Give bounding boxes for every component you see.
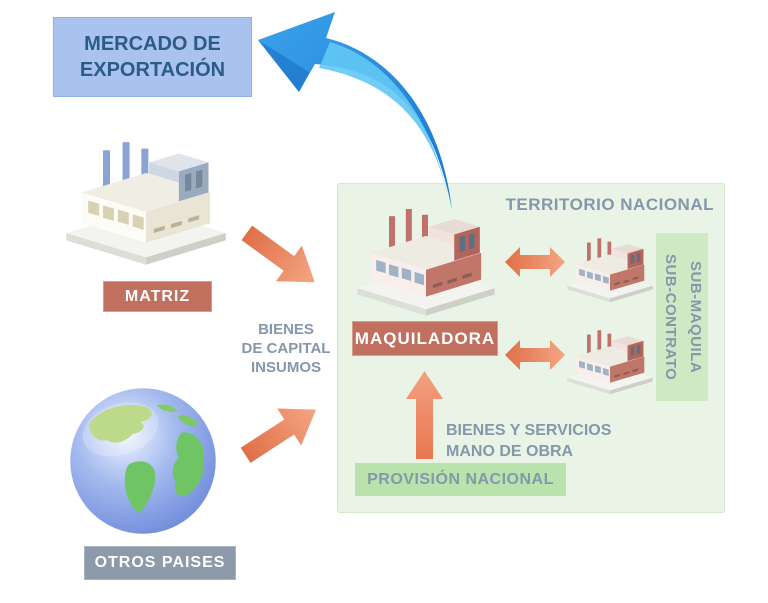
maquiladora-label: MAQUILADORA xyxy=(354,328,496,348)
provision-arrow-icon xyxy=(406,371,443,459)
export-flow-arrow-icon xyxy=(258,12,452,210)
sub-contrato-chip: SUB-MAQUILA SUB-CONTRATO xyxy=(656,233,708,401)
bienes-capital-text: BIENES DE CAPITAL INSUMOS xyxy=(241,321,331,376)
export-market-label: MERCADO DE EXPORTACIÓN xyxy=(79,33,226,81)
sub-factory-icon-2 xyxy=(564,326,656,398)
sub-contrato-label: SUB-MAQUILA SUB-CONTRATO xyxy=(662,253,704,381)
globe-icon xyxy=(70,388,216,534)
sub-factory-icon-1 xyxy=(564,234,656,306)
provision-label: PROVISIÓN NACIONAL xyxy=(367,470,554,488)
maquiladora-label-chip: MAQUILADORA xyxy=(352,321,498,356)
provision-chip: PROVISIÓN NACIONAL xyxy=(355,463,566,496)
otros-paises-chip: OTROS PAISES xyxy=(84,546,236,580)
submaquila-arrow-bottom-icon xyxy=(505,340,565,370)
matriz-label-chip: MATRIZ xyxy=(103,281,212,312)
bienes-servicios-text: BIENES Y SERVICIOS MANO DE OBRA xyxy=(446,422,612,460)
maquiladora-factory-icon xyxy=(352,202,500,322)
submaquila-arrow-top-icon xyxy=(505,247,565,277)
export-market-box: MERCADO DE EXPORTACIÓN xyxy=(53,17,252,97)
otros-paises-label: OTROS PAISES xyxy=(94,554,226,571)
territorio-label: TERRITORIO NACIONAL xyxy=(505,195,714,214)
matriz-factory-icon xyxy=(60,134,232,272)
matriz-flow-arrow-icon xyxy=(241,225,315,283)
matriz-label: MATRIZ xyxy=(124,287,191,305)
otros-flow-arrow-icon xyxy=(240,408,317,463)
